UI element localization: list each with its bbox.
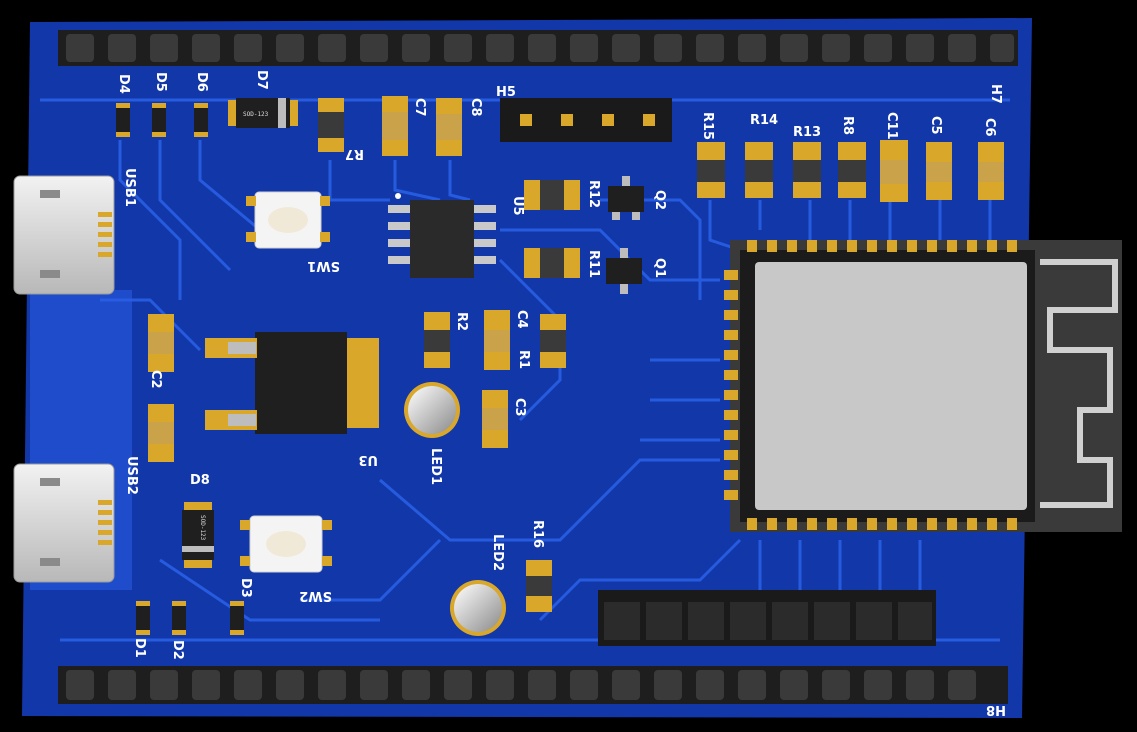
led2 bbox=[450, 580, 506, 636]
label-u3: U3 bbox=[358, 452, 378, 467]
label-c7: C7 bbox=[412, 98, 427, 117]
module-shield bbox=[755, 262, 1027, 510]
label-r8: R8 bbox=[840, 116, 855, 135]
usb1-connector bbox=[13, 175, 115, 295]
label-r11: R11 bbox=[586, 250, 601, 278]
led1 bbox=[404, 382, 460, 438]
d8-package-mark: SOD-123 bbox=[199, 515, 206, 541]
label-led1: LED1 bbox=[428, 448, 443, 485]
label-r16: R16 bbox=[530, 520, 545, 548]
small-diodes bbox=[116, 103, 244, 635]
label-h7: H7 bbox=[988, 84, 1003, 104]
label-c5: C5 bbox=[928, 116, 943, 135]
header-female-bottom bbox=[598, 590, 936, 646]
d7-diode: SOD-123 bbox=[228, 98, 298, 128]
passives-vertical bbox=[148, 96, 1004, 612]
usb2-connector bbox=[13, 463, 115, 583]
wifi-module bbox=[724, 240, 1122, 532]
silkscreen: D4 D5 D6 D7 R7 C7 C8 H5 R15 R14 R13 R8 C… bbox=[116, 70, 1006, 717]
label-d6: D6 bbox=[194, 72, 209, 92]
label-d3: D3 bbox=[238, 578, 253, 598]
label-d7: D7 bbox=[254, 70, 269, 90]
header-h5 bbox=[500, 98, 672, 142]
label-r2: R2 bbox=[454, 312, 469, 331]
label-d8: D8 bbox=[190, 473, 210, 488]
label-c4: C4 bbox=[514, 310, 529, 329]
label-r1: R1 bbox=[516, 350, 531, 369]
label-d4: D4 bbox=[116, 74, 131, 94]
label-d5: D5 bbox=[153, 72, 168, 92]
u5-ic bbox=[388, 193, 496, 278]
label-r14: R14 bbox=[750, 113, 778, 128]
label-usb1: USB1 bbox=[122, 168, 137, 207]
label-c3: C3 bbox=[512, 398, 527, 417]
label-u5: U5 bbox=[510, 196, 525, 216]
label-r15: R15 bbox=[700, 112, 715, 140]
module-pads bbox=[724, 240, 1017, 530]
label-q1: Q1 bbox=[652, 258, 667, 278]
label-c2: C2 bbox=[148, 370, 163, 389]
d8-diode: SOD-123 bbox=[182, 502, 214, 568]
antenna-trace bbox=[1040, 259, 1118, 508]
transistors bbox=[606, 176, 644, 294]
label-q2: Q2 bbox=[652, 190, 667, 210]
label-r7: R7 bbox=[345, 146, 364, 161]
label-sw1: SW1 bbox=[307, 258, 340, 273]
header-h7-top bbox=[58, 30, 1018, 66]
sw2-button bbox=[240, 515, 332, 573]
label-r12: R12 bbox=[586, 180, 601, 208]
label-c11: C11 bbox=[884, 112, 899, 140]
sw1-button bbox=[246, 191, 330, 249]
label-d1: D1 bbox=[132, 638, 147, 658]
label-d2: D2 bbox=[170, 640, 185, 660]
label-c6: C6 bbox=[982, 118, 997, 137]
label-h8: H8 bbox=[986, 702, 1006, 717]
label-c8: C8 bbox=[468, 98, 483, 117]
label-usb2: USB2 bbox=[124, 456, 139, 495]
copper-traces bbox=[40, 98, 1010, 642]
d7-package-mark: SOD-123 bbox=[243, 111, 269, 118]
u3-regulator bbox=[205, 332, 379, 434]
header-h8-bottom bbox=[58, 666, 1008, 704]
label-sw2: SW2 bbox=[299, 588, 332, 603]
label-h5: H5 bbox=[496, 85, 516, 100]
label-led2: LED2 bbox=[490, 534, 505, 571]
passives-horizontal bbox=[524, 180, 580, 278]
label-r13: R13 bbox=[793, 125, 821, 140]
